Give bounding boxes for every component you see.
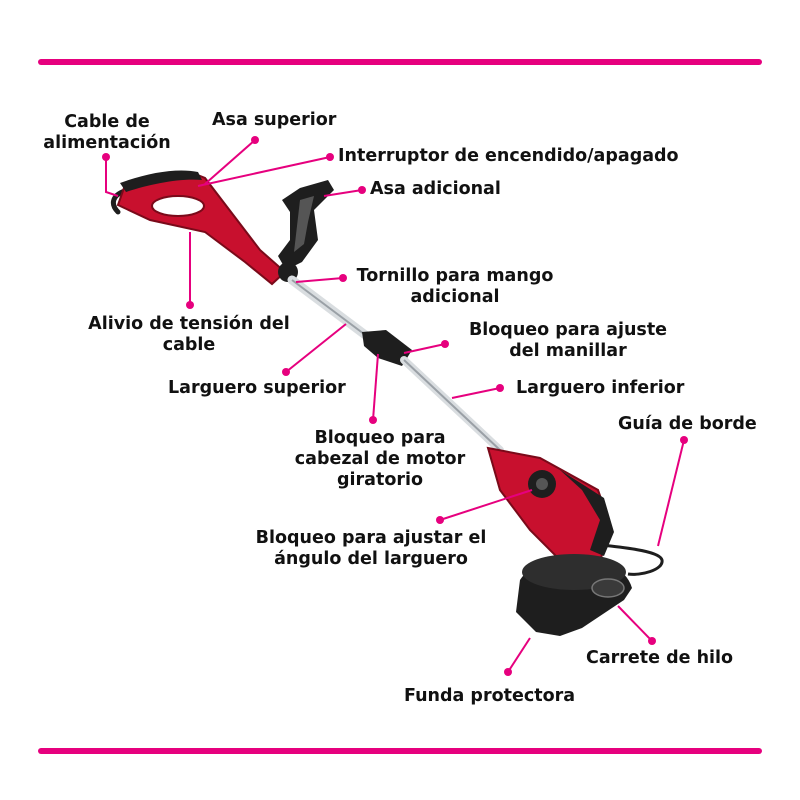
handle-grip [120,170,202,192]
top-divider [38,59,762,65]
label-lower-shaft: Larguero inferior [516,378,685,398]
upper-handle-housing [116,170,287,286]
label-spool: Carrete de hilo [586,648,734,668]
bottom-divider [38,748,762,754]
handle-opening [151,195,205,217]
label-protective-guard: Funda protectora [404,686,576,706]
edge-guide-wire [599,543,664,576]
handlebar-lock-collar [362,330,412,366]
callout-leaders [105,139,685,673]
label-upper-shaft: Larguero superior [168,378,346,398]
spool-shape [591,578,625,598]
callout-dots [102,136,688,676]
grass-trimmer-illustration [110,170,664,636]
label-additional-handle: Asa adicional [370,179,501,199]
label-on-off-switch: Interruptor de encendido/apagado [338,146,679,166]
label-edge-guide: Guía de borde [618,414,757,434]
label-upper-handle: Asa superior [212,110,337,130]
